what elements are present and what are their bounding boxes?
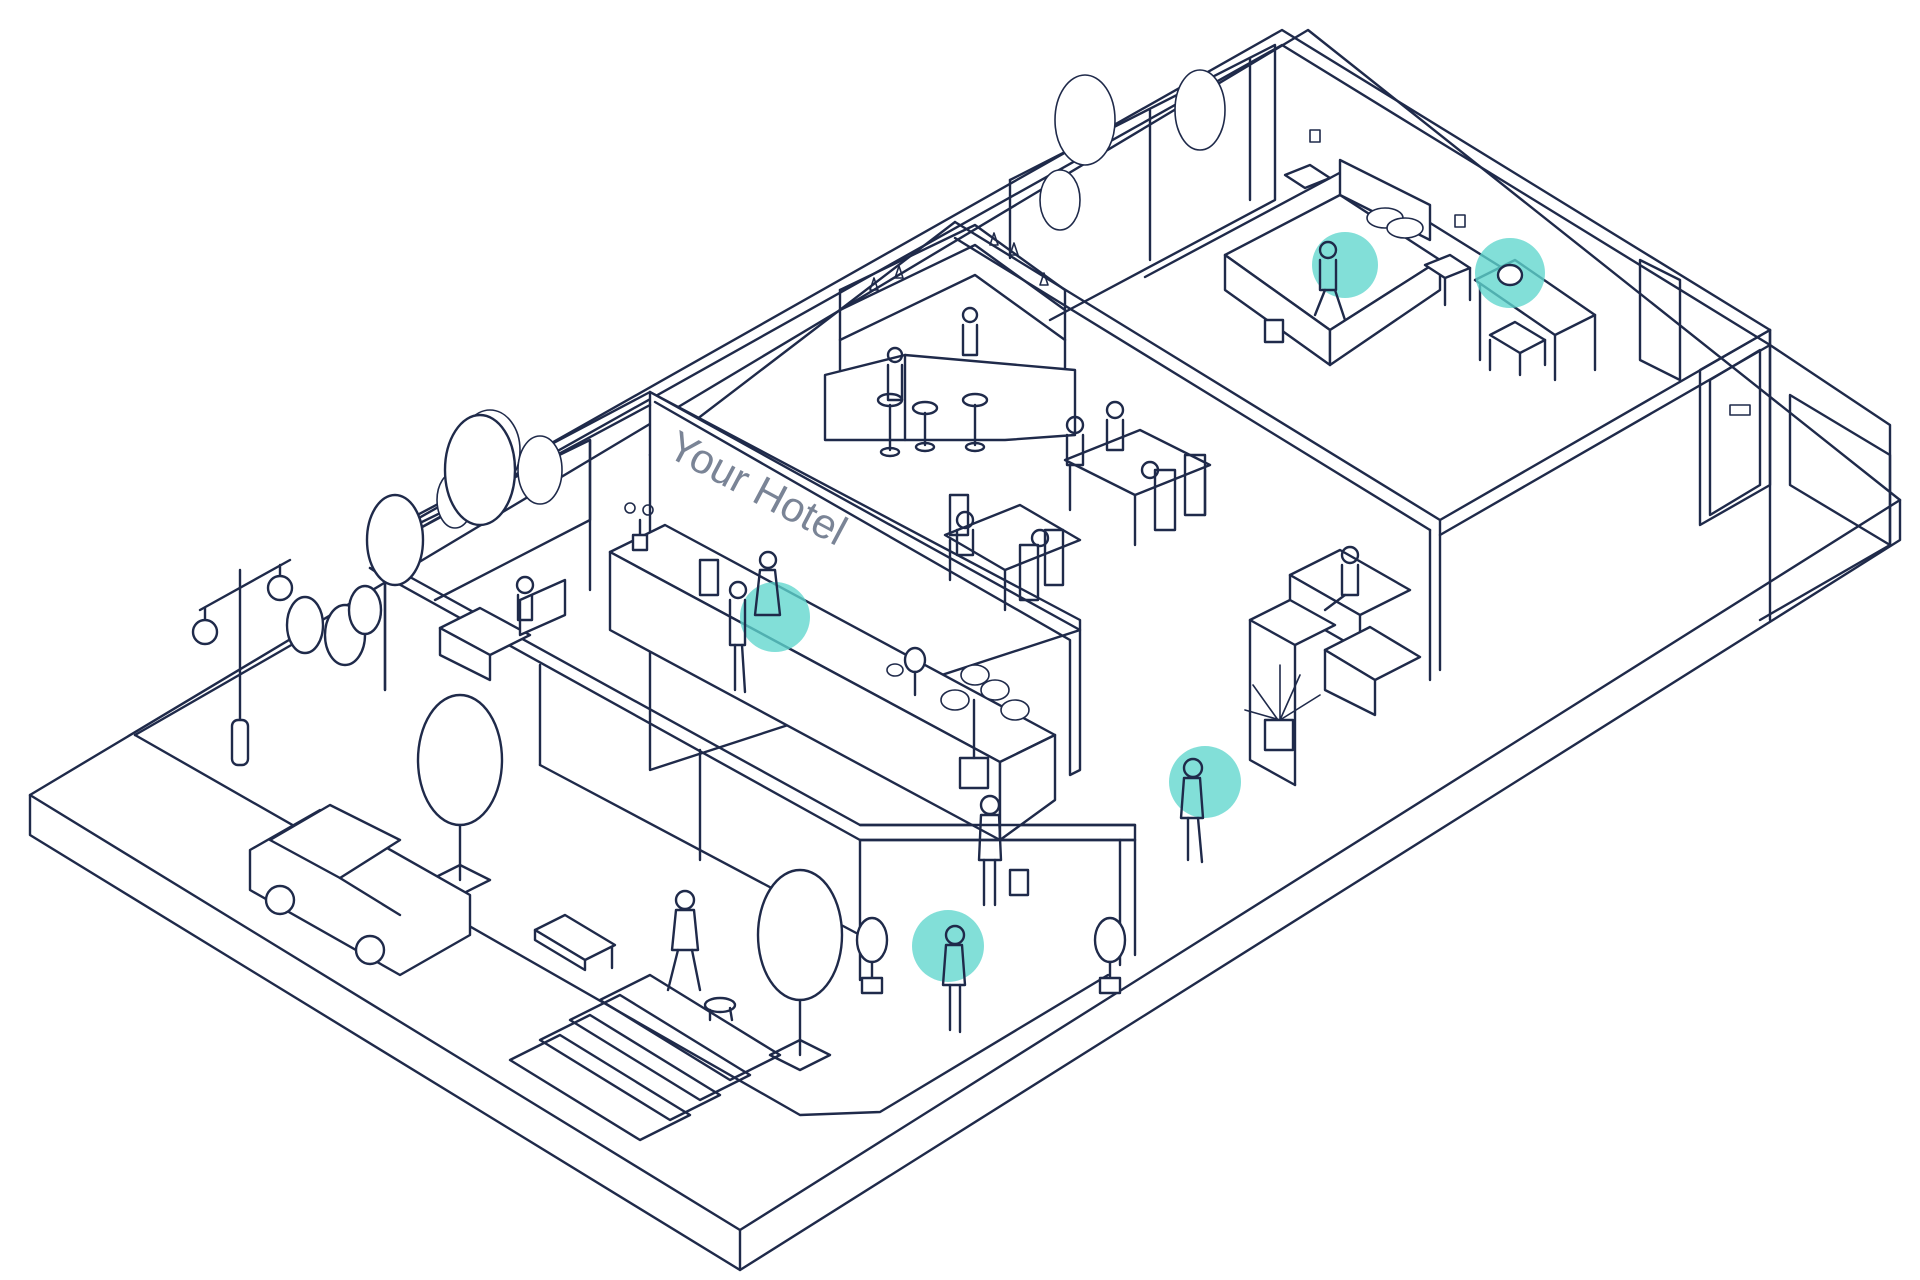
bar-area bbox=[823, 223, 1077, 458]
entrance-canopy bbox=[858, 823, 1137, 842]
guest-on-bed bbox=[1312, 232, 1378, 322]
street-bench bbox=[533, 913, 617, 972]
street-lamp bbox=[191, 558, 294, 767]
hallway-lounge bbox=[1244, 545, 1422, 787]
woman-walking-dog bbox=[666, 889, 737, 1022]
sidewalk-tree-right bbox=[756, 868, 844, 1072]
smart-speaker-on-desk bbox=[1475, 238, 1545, 308]
receptionist-at-desk bbox=[728, 550, 810, 694]
elevator-room bbox=[1698, 328, 1892, 547]
dining-area bbox=[943, 400, 1212, 612]
crosswalk bbox=[508, 973, 782, 1142]
guest-in-hallway bbox=[1169, 746, 1241, 864]
lobby-potted-plant bbox=[940, 664, 1030, 790]
traveler-with-suitcase bbox=[977, 794, 1030, 907]
bedroom-window bbox=[1008, 43, 1277, 322]
lobby-seating bbox=[438, 575, 567, 682]
tree-left-back bbox=[365, 413, 517, 587]
parked-car bbox=[248, 803, 472, 977]
bushes bbox=[285, 584, 383, 667]
pedestrian-at-entrance bbox=[912, 910, 984, 1034]
entrance-planters bbox=[855, 916, 1127, 995]
